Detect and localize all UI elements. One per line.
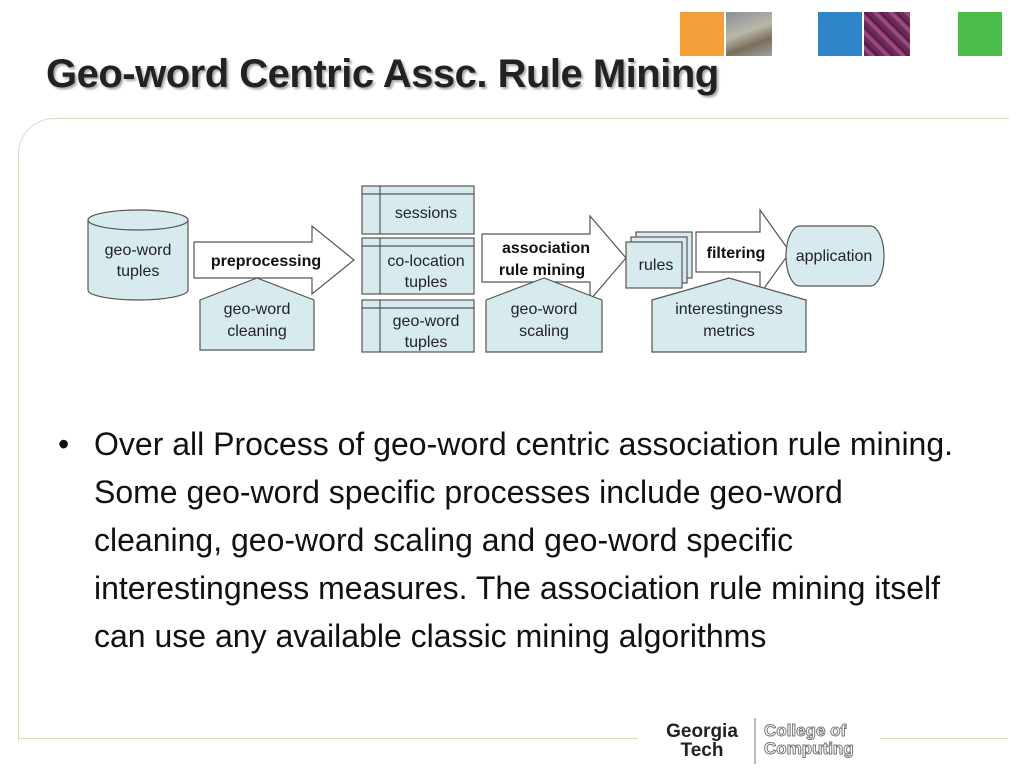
bullet-item: • Over all Process of geo-word centric a… bbox=[58, 420, 978, 660]
geo-word-tuples-label-line1: geo-word bbox=[393, 313, 460, 330]
bullet-list: • Over all Process of geo-word centric a… bbox=[58, 420, 978, 660]
filtering-arrow bbox=[695, 208, 791, 296]
content-frame bbox=[18, 118, 1009, 741]
slide-title: Geo-word Centric Assc. Rule Mining bbox=[46, 52, 719, 96]
filtering-label: filtering bbox=[707, 245, 766, 262]
note2-line2: scaling bbox=[519, 323, 569, 340]
geo-word-tuples-label-line2: tuples bbox=[405, 334, 448, 351]
note2-line1: geo-word bbox=[511, 301, 578, 318]
note1-line1: geo-word bbox=[224, 301, 291, 318]
db-label-line1: geo-word bbox=[105, 242, 172, 259]
logo-line-college-of: College of bbox=[764, 721, 847, 740]
preprocessing-arrow bbox=[193, 224, 355, 296]
association-label-line2: rule mining bbox=[499, 262, 585, 279]
database-cylinder bbox=[87, 209, 189, 301]
association-rule-mining-arrow bbox=[481, 214, 627, 302]
preprocessing-label: preprocessing bbox=[211, 253, 321, 270]
blue-square bbox=[818, 12, 862, 56]
interestingness-metrics-note bbox=[651, 277, 807, 353]
footer-line bbox=[18, 738, 638, 739]
db-label-line2: tuples bbox=[117, 263, 160, 280]
green-square bbox=[958, 12, 1002, 56]
association-label-line1: association bbox=[502, 240, 590, 257]
note1-line2: cleaning bbox=[227, 323, 287, 340]
sessions-label: sessions bbox=[395, 205, 457, 222]
logo-college-of-computing: College of Computing bbox=[764, 721, 855, 758]
bullet-dot-icon: • bbox=[58, 426, 70, 462]
georgia-tech-logo: Georgia Tech College of Computing bbox=[656, 718, 886, 766]
geo-word-tuples-table bbox=[361, 299, 475, 353]
logo-line-tech: Tech bbox=[680, 740, 724, 761]
sessions-table bbox=[361, 185, 475, 235]
co-location-tuples-table bbox=[361, 237, 475, 295]
logo-line-georgia: Georgia bbox=[666, 721, 738, 742]
co-location-label-line2: tuples bbox=[405, 274, 448, 291]
co-location-label-line1: co-location bbox=[387, 253, 464, 270]
application-shape bbox=[785, 225, 885, 287]
geo-word-scaling-note bbox=[485, 277, 603, 353]
logo-line-computing: Computing bbox=[764, 739, 855, 758]
circuit-photo-tile bbox=[864, 12, 910, 56]
rules-stack bbox=[625, 231, 693, 289]
footer-line-right bbox=[880, 738, 1008, 739]
bullet-text: Over all Process of geo-word centric ass… bbox=[94, 426, 954, 654]
note3-line1: interestingness bbox=[675, 301, 783, 318]
application-label: application bbox=[796, 248, 873, 265]
campus-photo-tile bbox=[726, 12, 772, 56]
logo-divider bbox=[754, 718, 756, 764]
rules-label: rules bbox=[639, 257, 674, 274]
geo-word-cleaning-note bbox=[199, 277, 315, 351]
orange-square bbox=[680, 12, 724, 56]
logo-georgia-tech: Georgia Tech bbox=[656, 722, 748, 760]
process-diagram: geo-word tuples preprocessing geo-word c… bbox=[87, 185, 885, 353]
note3-line2: metrics bbox=[703, 323, 755, 340]
